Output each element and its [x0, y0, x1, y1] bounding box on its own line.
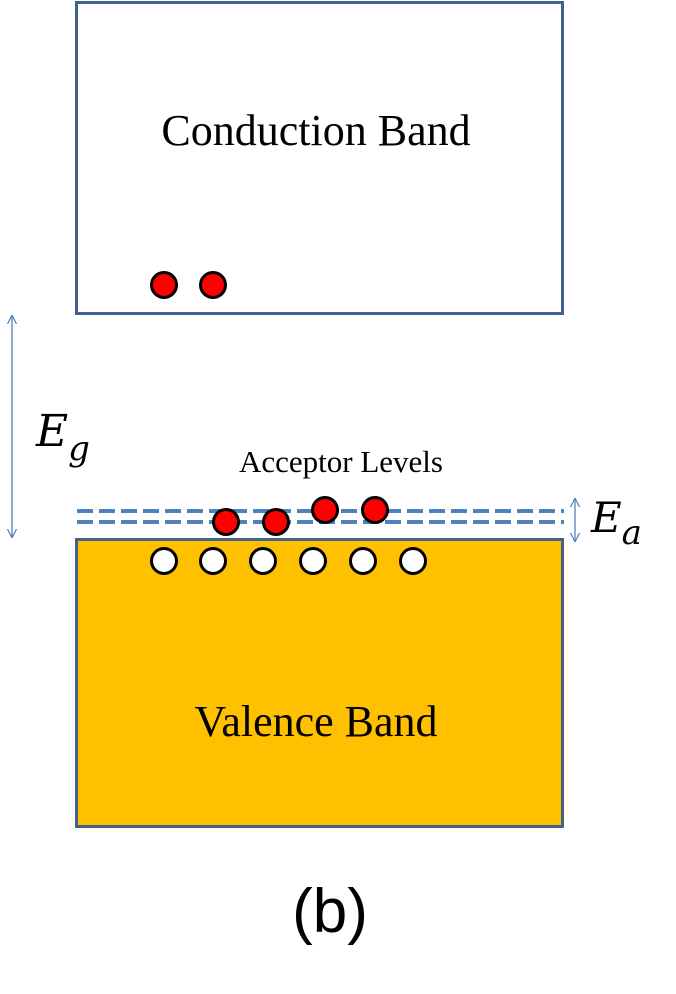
- conduction-band-label: Conduction Band: [161, 106, 470, 155]
- valence-hole: [399, 547, 427, 575]
- acceptor-electron: [212, 508, 240, 536]
- acceptor-energy-label: Ea: [590, 493, 642, 553]
- conduction-electron: [150, 271, 178, 299]
- energy-gap-subscript: g: [68, 429, 90, 469]
- conduction-band: Conduction Band: [75, 1, 564, 315]
- energy-gap-label: Eg: [35, 406, 90, 469]
- figure-caption: (b): [292, 877, 368, 946]
- acceptor-levels-label: Acceptor Levels: [239, 444, 443, 479]
- valence-band-label: Valence Band: [194, 697, 437, 746]
- conduction-electron: [199, 271, 227, 299]
- valence-hole: [199, 547, 227, 575]
- energy-gap-indicator: Eg: [12, 316, 90, 537]
- valence-band: Valence Band: [75, 538, 564, 828]
- energy-gap-symbol: E: [35, 406, 68, 457]
- valence-band-box: [75, 538, 564, 828]
- valence-hole: [249, 547, 277, 575]
- acceptor-electron: [311, 496, 339, 524]
- acceptor-levels: Acceptor Levels: [77, 444, 564, 536]
- acceptor-electron: [262, 508, 290, 536]
- acceptor-electron: [361, 496, 389, 524]
- acceptor-energy-symbol: E: [590, 493, 622, 542]
- valence-hole: [299, 547, 327, 575]
- valence-hole: [349, 547, 377, 575]
- valence-hole: [150, 547, 178, 575]
- conduction-band-box: [75, 1, 564, 315]
- acceptor-energy-subscript: a: [622, 513, 642, 553]
- acceptor-energy-indicator: Ea: [575, 493, 642, 553]
